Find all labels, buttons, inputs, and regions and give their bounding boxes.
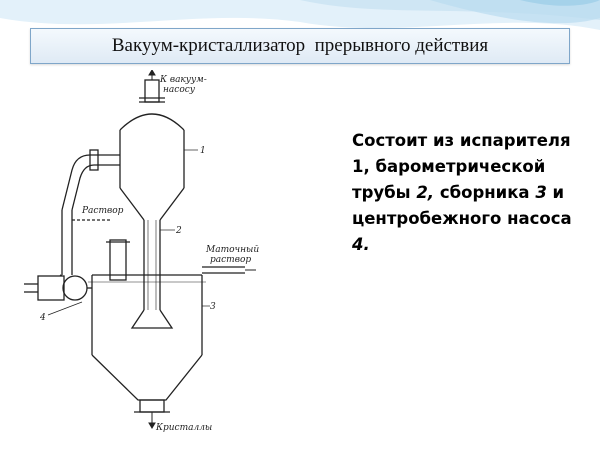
label-mother-liquor-1: Маточный: [205, 245, 259, 255]
slide-title-box: Вакуум-кристаллизатор прерывного действи…: [30, 28, 570, 64]
label-vacuum-2: насосу: [163, 85, 196, 95]
label-mother-liquor-2: раствор: [210, 255, 251, 265]
label-vacuum: К вакуум-: [159, 75, 207, 85]
description-text: Состоит из испарителя 1, барометрической…: [352, 131, 572, 254]
label-number-1: 1: [200, 146, 206, 156]
label-crystals: Кристаллы: [155, 423, 212, 433]
label-solution: Раствор: [81, 206, 124, 216]
label-number-3: 3: [210, 302, 216, 312]
crystallizer-diagram: К вакуум- насосу Раствор Маточный раство…: [24, 70, 259, 433]
slide-title: Вакуум-кристаллизатор прерывного действи…: [111, 35, 489, 56]
label-number-4: 4: [39, 313, 46, 323]
label-number-2: 2: [175, 226, 182, 236]
header-wave-decoration: [0, 0, 600, 30]
